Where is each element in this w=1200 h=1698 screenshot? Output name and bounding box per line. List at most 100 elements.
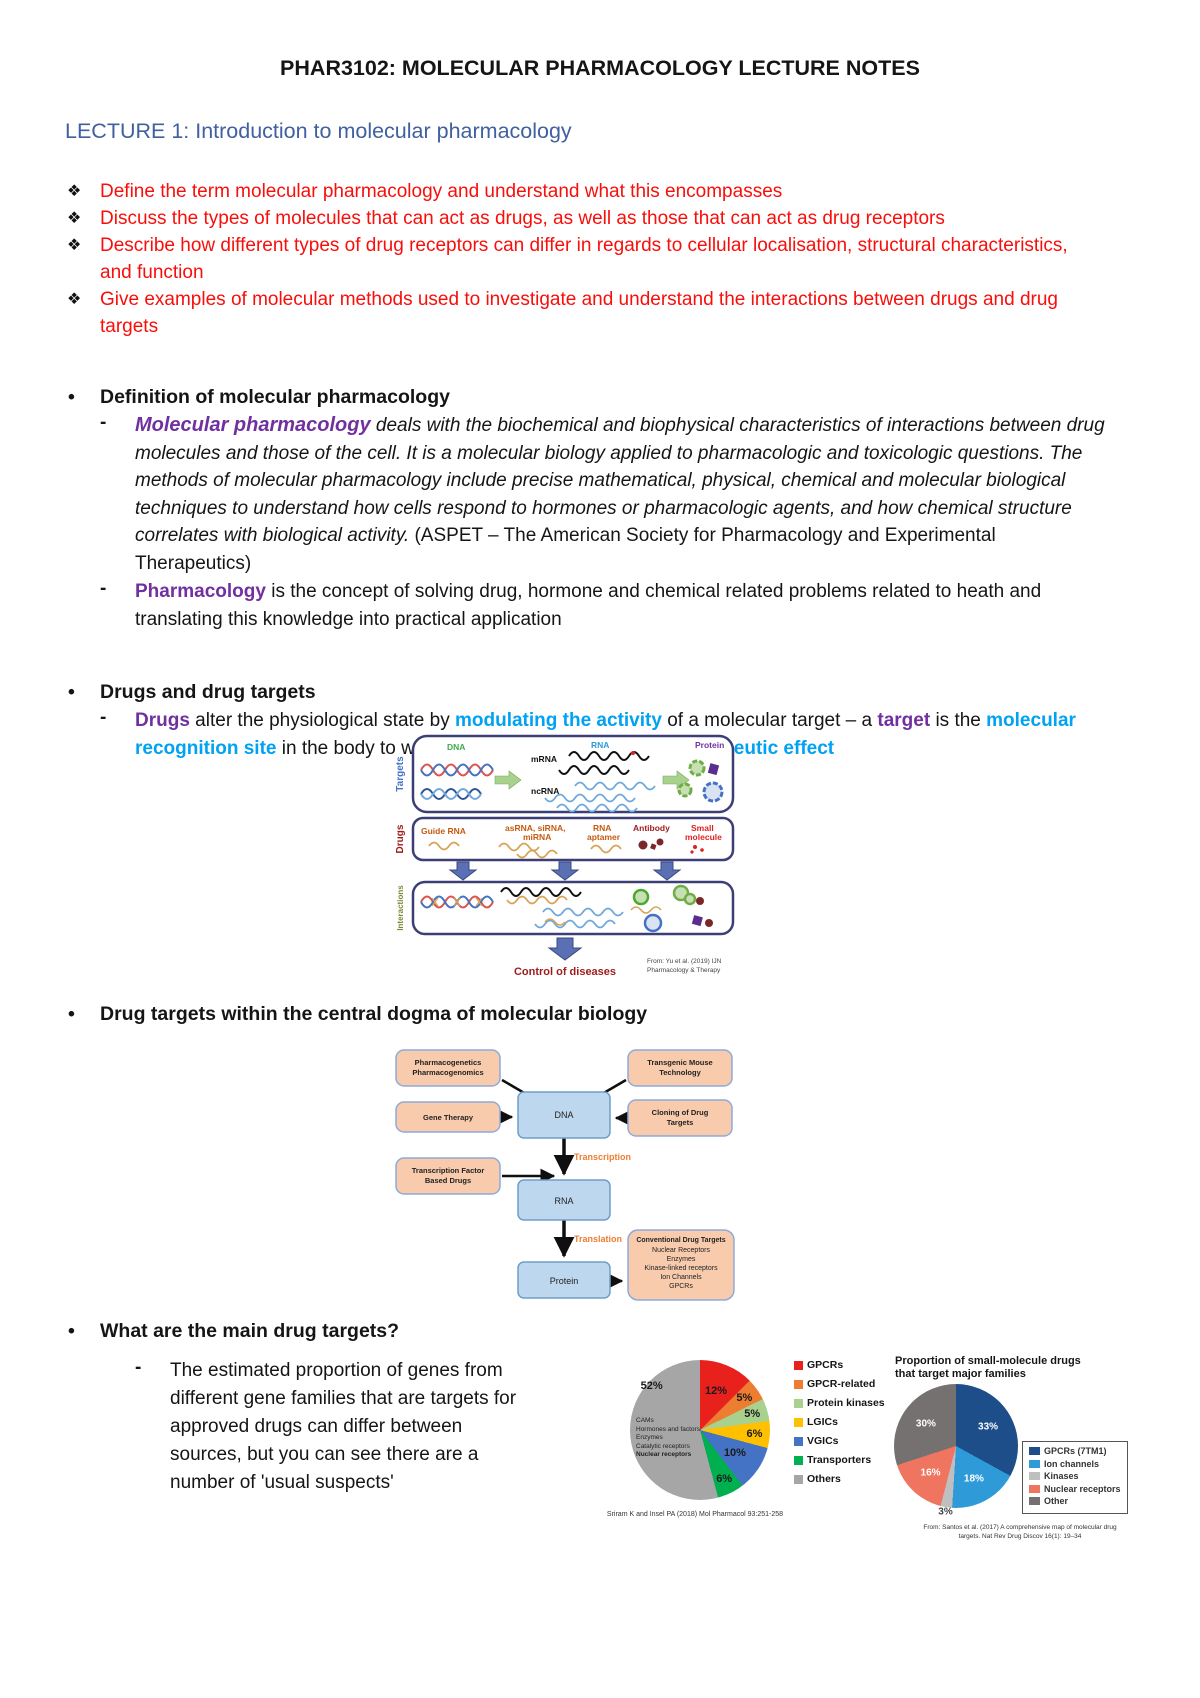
protein-blob bbox=[688, 759, 706, 777]
definition-body-italic: deals with the biochemical and biophysic… bbox=[135, 415, 1105, 546]
small-molecule-pie: 33%18%3%16%30% bbox=[894, 1384, 1018, 1518]
ncrna-label: ncRNA bbox=[531, 786, 559, 796]
drugs-seg: of a molecular target – a bbox=[661, 710, 878, 731]
legend-label: Ion channels bbox=[1044, 1458, 1100, 1469]
paragraph-line: The estimated proportion of genes from bbox=[170, 1360, 503, 1381]
dna-label: DNA bbox=[447, 742, 465, 752]
small-molecule-chart-caption: From: Santos et al. (2017) A comprehensi… bbox=[870, 1523, 1170, 1541]
interaction-squiggle bbox=[506, 895, 568, 905]
drugs-seg: alter the physiological state by bbox=[189, 710, 455, 731]
fig1-targets-row-label: Targets bbox=[395, 756, 406, 792]
legend-label: Protein kinases bbox=[807, 1397, 885, 1409]
conventional-targets-box bbox=[627, 1229, 735, 1301]
small-molecule-dot bbox=[690, 850, 694, 854]
interaction-squiggle bbox=[544, 918, 566, 926]
protein-text: Protein bbox=[550, 1276, 579, 1286]
dna-helix-strand bbox=[420, 763, 494, 777]
protein-blob bbox=[702, 781, 724, 803]
pie-slice-label: 6% bbox=[716, 1472, 733, 1485]
pharmacology-body: is the concept of solving drug, hormone … bbox=[135, 581, 1042, 630]
small-molecule-label: Small bbox=[691, 823, 714, 833]
note-line: CAMs bbox=[636, 1417, 654, 1424]
section-heading-text: Drug targets within the central dogma of… bbox=[100, 1003, 648, 1025]
targets-paragraph-lines: The estimated proportion of genes from d… bbox=[170, 1357, 610, 1497]
round-bullet-icon: • bbox=[68, 1003, 75, 1025]
legend-swatch bbox=[794, 1436, 803, 1446]
dash-bullet-icon: - bbox=[100, 578, 107, 599]
gene-therapy-box bbox=[395, 1101, 501, 1133]
small-molecule-chart-title: Proportion of small-molecule drugs that … bbox=[895, 1355, 1081, 1381]
legend-item: Other bbox=[1029, 1496, 1121, 1506]
gene-family-chart-caption: Sriram K and Insel PA (2018) Mol Pharmac… bbox=[606, 1511, 784, 1518]
legend-item: GPCRs (7TM1) bbox=[1029, 1446, 1121, 1456]
conventional-targets-text: GPCRs bbox=[669, 1283, 693, 1290]
mirna-label: miRNA bbox=[523, 832, 551, 842]
legend-label: Kinases bbox=[1044, 1471, 1079, 1481]
paragraph-line: sources, but you can see there are a bbox=[170, 1444, 479, 1465]
title-line: Proportion of small-molecule drugs bbox=[895, 1355, 1081, 1367]
protein-label: Protein bbox=[695, 740, 724, 750]
dna-helix-strand bbox=[420, 788, 482, 800]
legend-label: Transporters bbox=[807, 1454, 872, 1466]
legend-item: LGICs bbox=[794, 1416, 885, 1428]
legend-swatch bbox=[794, 1417, 803, 1427]
antibody-blob bbox=[638, 840, 648, 850]
objectives-list: ❖Define the term molecular pharmacology … bbox=[65, 178, 1070, 340]
interaction-squiggle bbox=[534, 919, 616, 929]
targets-paragraph: - The estimated proportion of genes from… bbox=[135, 1357, 610, 1497]
conventional-targets-text: Ion Channels bbox=[660, 1274, 702, 1281]
central-dogma-figure: Pharmacogenetics Pharmacogenomics Transg… bbox=[388, 1038, 740, 1308]
objective-item: ❖Describe how different types of drug re… bbox=[65, 232, 1070, 286]
objective-item: ❖Give examples of molecular methods used… bbox=[65, 286, 1070, 340]
asrna-label: asRNA, siRNA, bbox=[505, 823, 565, 833]
caption-line: targets. Nat Rev Drug Discov 16(1): 19–3… bbox=[958, 1533, 1082, 1540]
legend-item: GPCRs bbox=[794, 1359, 885, 1371]
targets-section-heading: • What are the main drug targets? bbox=[65, 1318, 1135, 1345]
round-bullet-icon: • bbox=[68, 681, 75, 703]
rna-text: RNA bbox=[554, 1196, 573, 1206]
legend-item: VGICs bbox=[794, 1435, 885, 1447]
term-target: target bbox=[877, 710, 931, 731]
legend-label: Other bbox=[1044, 1496, 1069, 1506]
figure2-svg: Pharmacogenetics Pharmacogenomics Transg… bbox=[395, 1049, 735, 1301]
ncrna-squiggle bbox=[574, 781, 656, 791]
drugs-box bbox=[411, 816, 735, 862]
dash-bullet-icon: - bbox=[100, 412, 107, 433]
note-line: Nuclear receptors bbox=[636, 1451, 692, 1458]
targets-drugs-interactions-figure: Targets Drugs Interactions DNA RNA mRNA … bbox=[395, 734, 740, 989]
legend-item: Ion channels bbox=[1029, 1459, 1121, 1469]
interaction-marks bbox=[431, 897, 483, 907]
interaction-blob bbox=[632, 888, 650, 906]
term-modulating-activity: modulating the activity bbox=[455, 710, 662, 731]
translation-label: Translation bbox=[574, 1234, 622, 1244]
mrna-squiggle bbox=[558, 765, 630, 775]
gene-family-pie: 12%5%5%6%10%6%52% bbox=[630, 1360, 770, 1500]
legend-swatch bbox=[794, 1398, 803, 1408]
round-bullet-icon: • bbox=[68, 386, 75, 408]
ncrna-squiggle bbox=[556, 803, 638, 813]
rna-box bbox=[517, 1179, 611, 1221]
cloning-text: Cloning of Drug bbox=[652, 1108, 709, 1117]
pie-slice-label: 16% bbox=[920, 1467, 941, 1479]
control-of-diseases-label: Control of diseases bbox=[514, 966, 616, 978]
legend-swatch bbox=[1029, 1484, 1040, 1493]
figure1-credit: Pharmacology & Therapy bbox=[647, 967, 721, 974]
document-page: PHAR3102: MOLECULAR PHARMACOLOGY LECTURE… bbox=[65, 56, 1170, 1541]
diamond-bullet-icon: ❖ bbox=[67, 291, 82, 308]
diamond-bullet-icon: ❖ bbox=[67, 183, 82, 200]
drugs-box-content: Guide RNA asRNA, siRNA, miRNA RNA aptame… bbox=[421, 823, 722, 859]
pie-slice-label: 12% bbox=[705, 1385, 728, 1398]
transcription-factor-box bbox=[395, 1157, 501, 1195]
drugs-section-heading: • Drugs and drug targets bbox=[65, 679, 1135, 706]
interaction-squiggle bbox=[542, 907, 624, 917]
transcription-label: Transcription bbox=[574, 1152, 631, 1162]
rna-aptamer-label: aptamer bbox=[587, 832, 621, 842]
fig1-interactions-row-label: Interactions bbox=[396, 885, 405, 931]
fig1-drugs-row-label: Drugs bbox=[395, 824, 406, 853]
page-title: PHAR3102: MOLECULAR PHARMACOLOGY LECTURE… bbox=[280, 56, 920, 80]
gene-therapy-text: Gene Therapy bbox=[423, 1113, 474, 1122]
legend-swatch bbox=[1029, 1472, 1040, 1480]
interaction-blob bbox=[643, 913, 663, 933]
